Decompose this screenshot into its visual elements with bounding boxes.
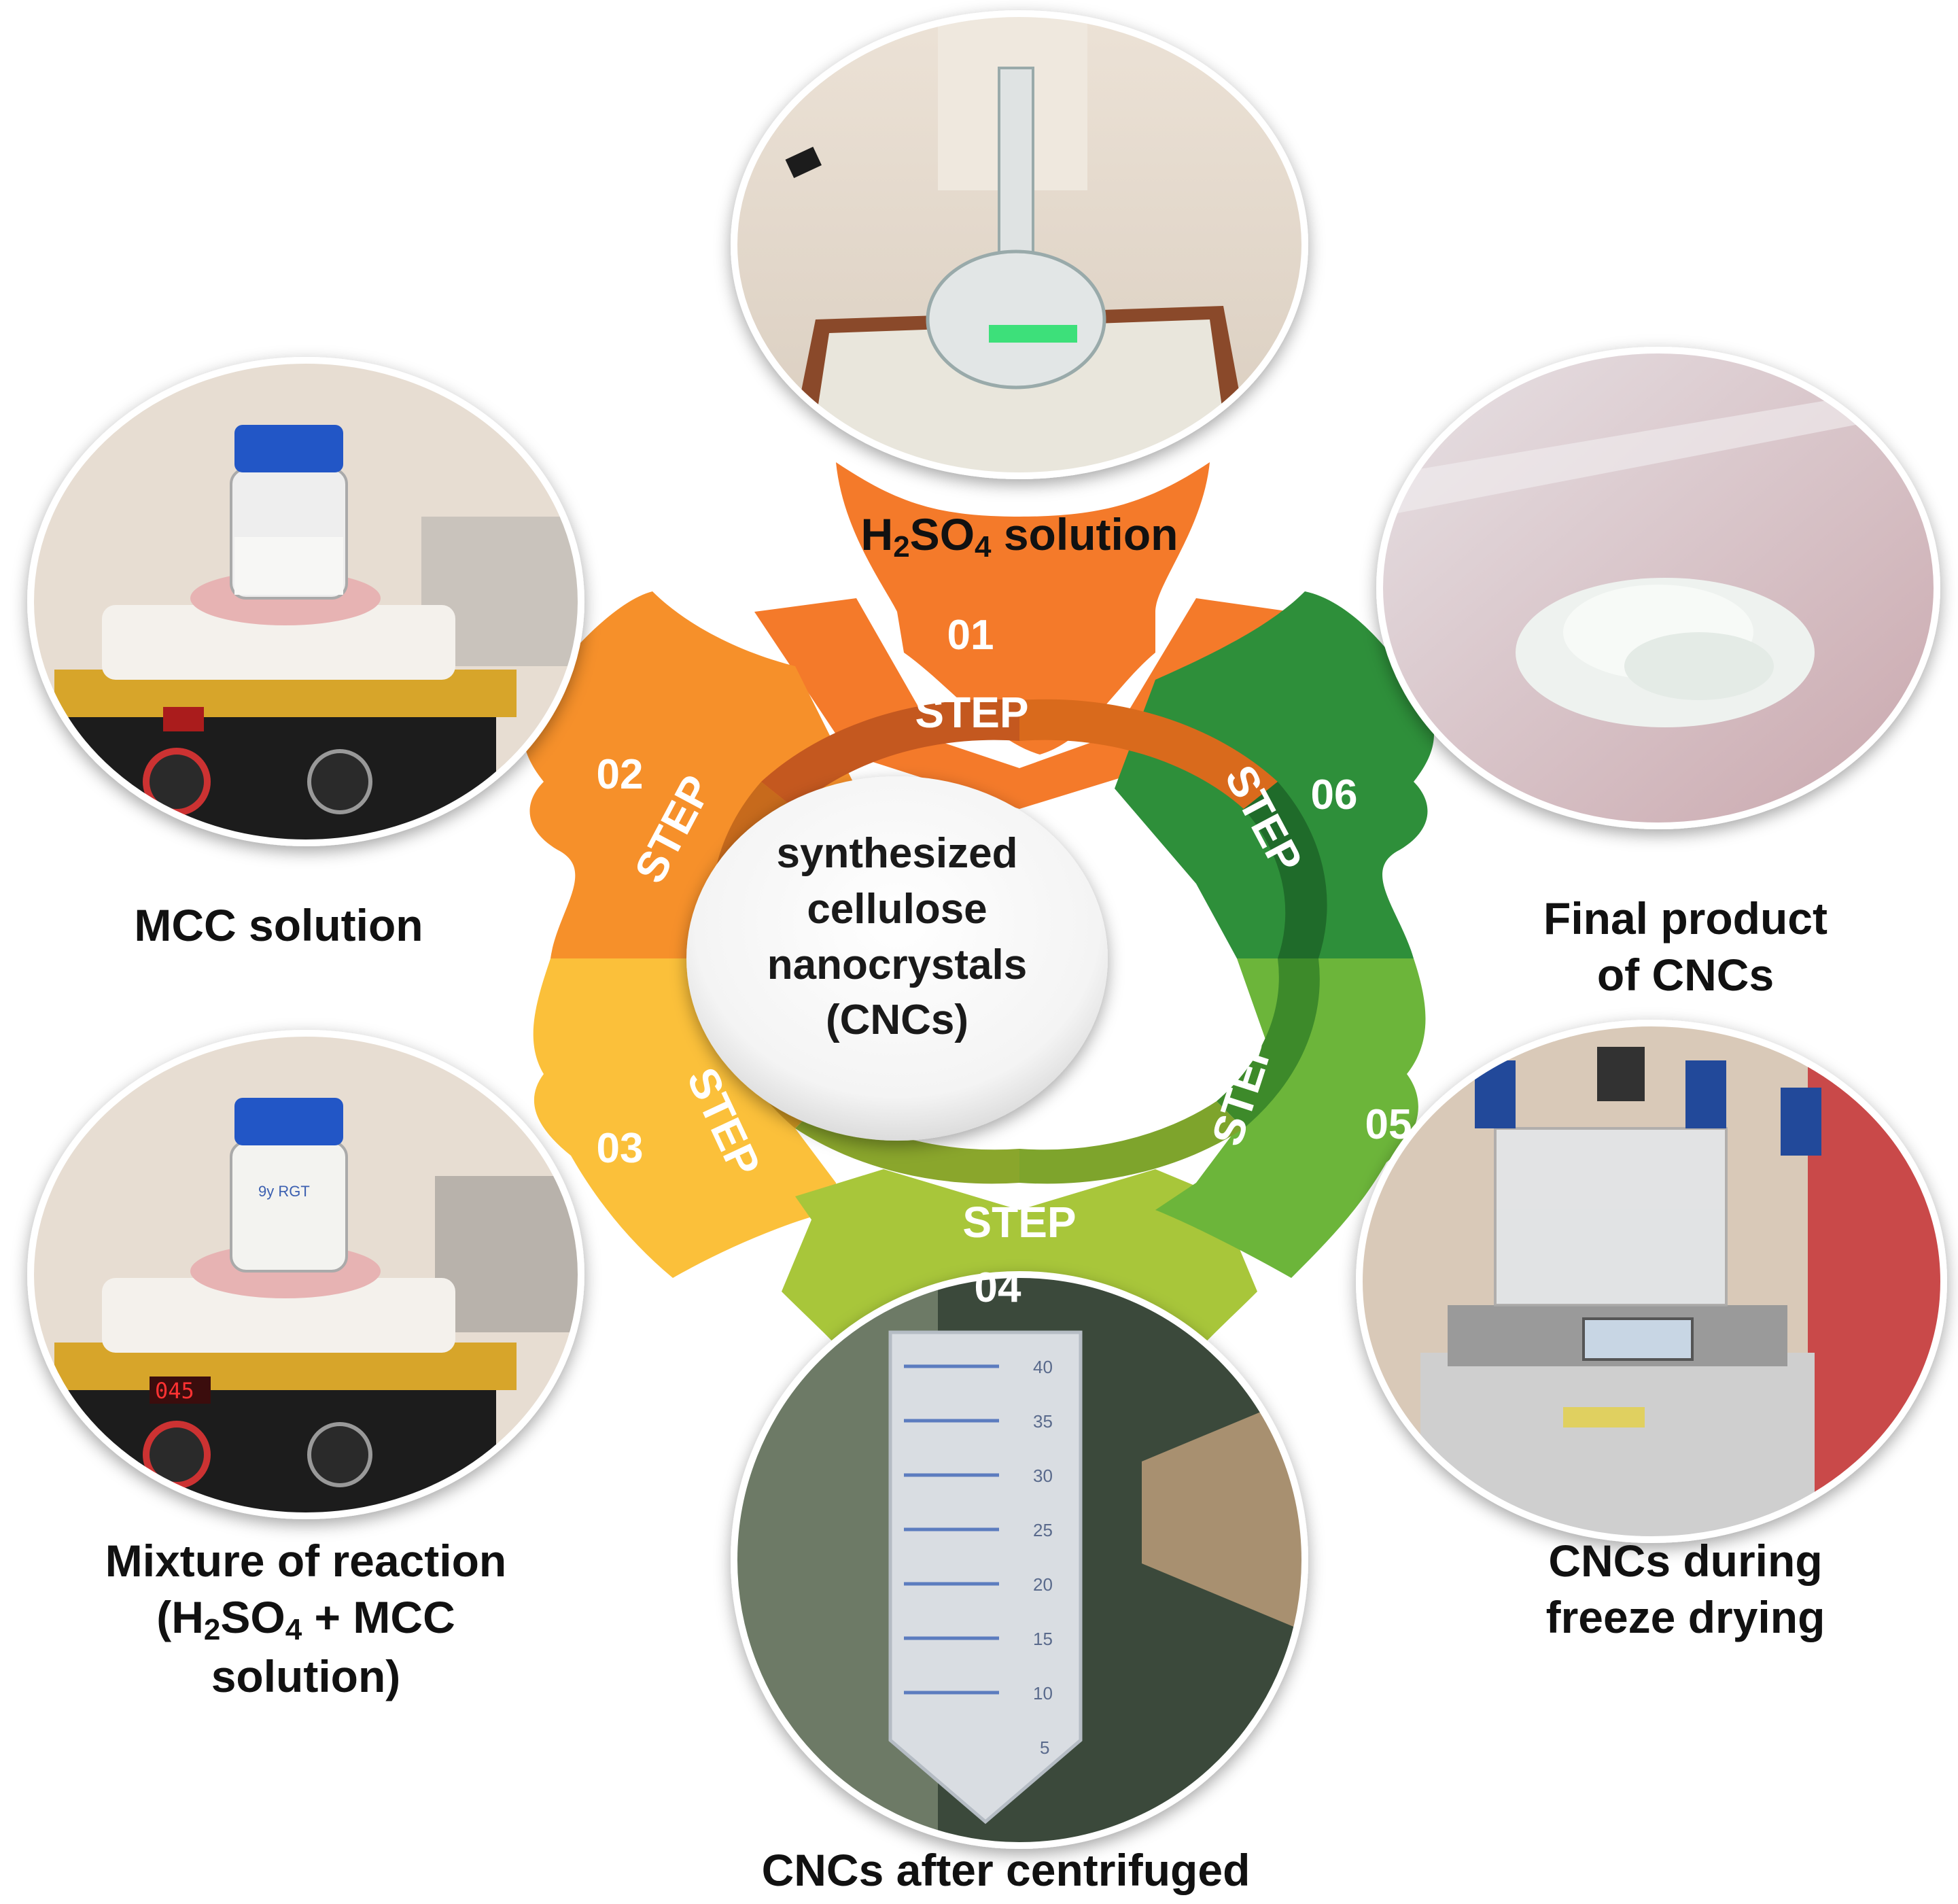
step-05-number: 05 (1365, 1101, 1412, 1148)
center-title-line-3: nanocrystals (767, 941, 1028, 988)
svg-text:25: 25 (1033, 1520, 1053, 1540)
center-title: synthesized cellulose nanocrystals (CNCs… (680, 826, 1115, 1048)
center-title-line-4: (CNCs) (825, 997, 969, 1044)
step-06-caption: Final product of CNCs (1543, 893, 1828, 1000)
photo-step-05 (1356, 1020, 1947, 1543)
svg-text:9y RGT: 9y RGT (258, 1183, 310, 1200)
step-01-number: 01 (947, 612, 994, 659)
step-05-petal (1155, 958, 1426, 1278)
step-03-caption: Mixture of reaction (H2SO4 + MCC solutio… (105, 1536, 507, 1701)
step-06-petal (1115, 591, 1434, 958)
photo-step-04: 40 35 30 25 20 15 10 5 (731, 1271, 1308, 1849)
svg-text:40: 40 (1033, 1357, 1053, 1377)
step-03-petal (533, 958, 836, 1278)
center-title-line-2: cellulose (807, 885, 987, 933)
stirrer-display: 045 (155, 1378, 194, 1404)
step-01-word: STEP (915, 688, 1028, 737)
photo-step-06 (1376, 347, 1940, 829)
svg-text:30: 30 (1033, 1466, 1053, 1486)
step-06-number: 06 (1311, 772, 1358, 818)
step-04-caption: CNCs after centrifuged (761, 1845, 1251, 1895)
step-01-petal (836, 462, 1210, 755)
photo-step-02 (27, 357, 584, 846)
svg-text:10: 10 (1033, 1683, 1053, 1703)
svg-text:20: 20 (1033, 1574, 1053, 1595)
step-01-caption: H2SO4 solution (860, 509, 1178, 564)
step-03-number: 03 (597, 1125, 644, 1172)
svg-text:5: 5 (1040, 1737, 1049, 1758)
step-02-number: 02 (597, 751, 644, 798)
svg-text:15: 15 (1033, 1629, 1053, 1649)
photo-step-01 (731, 10, 1308, 479)
tube-scale: 40 35 30 25 20 15 10 5 (904, 1357, 1053, 1758)
step-petals (523, 462, 1434, 1400)
photo-step-03: 9y RGT 045 (27, 1030, 584, 1519)
step-04-word: STEP (962, 1198, 1076, 1247)
step-02-caption: MCC solution (134, 900, 423, 950)
svg-text:35: 35 (1033, 1411, 1053, 1432)
step-05-caption: CNCs during freeze drying (1545, 1536, 1825, 1642)
center-title-line-1: synthesized (776, 830, 1018, 877)
step-04-number: 04 (975, 1264, 1021, 1311)
